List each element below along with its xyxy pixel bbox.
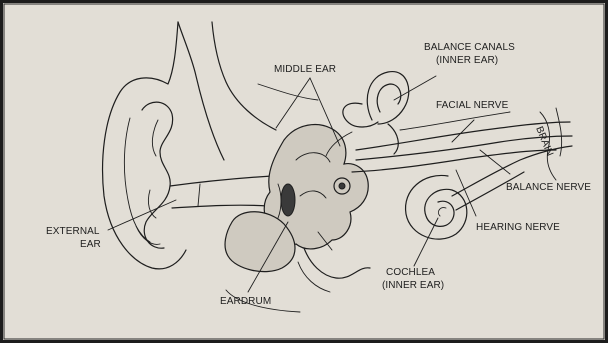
label-facial-nerve: FACIAL NERVE xyxy=(436,100,509,111)
label-balance-canals-sub: (INNER EAR) xyxy=(436,55,498,66)
label-balance-nerve: BALANCE NERVE xyxy=(506,182,591,193)
ear-canal xyxy=(170,176,272,208)
label-eardrum: EARDRUM xyxy=(220,296,271,307)
cochlea xyxy=(406,175,467,239)
label-cochlea: COCHLEA xyxy=(386,267,435,278)
label-balance-canals: BALANCE CANALS xyxy=(424,42,515,53)
label-brain: BRAIN xyxy=(533,125,555,158)
label-middle-ear: MIDDLE EAR xyxy=(274,64,336,75)
label-hearing-nerve: HEARING NERVE xyxy=(476,222,560,233)
label-external-ear-sub: EAR xyxy=(80,239,101,250)
label-cochlea-sub: (INNER EAR) xyxy=(382,280,444,291)
label-external-ear: EXTERNAL xyxy=(46,226,100,237)
outer-ear-pinna xyxy=(103,22,186,269)
